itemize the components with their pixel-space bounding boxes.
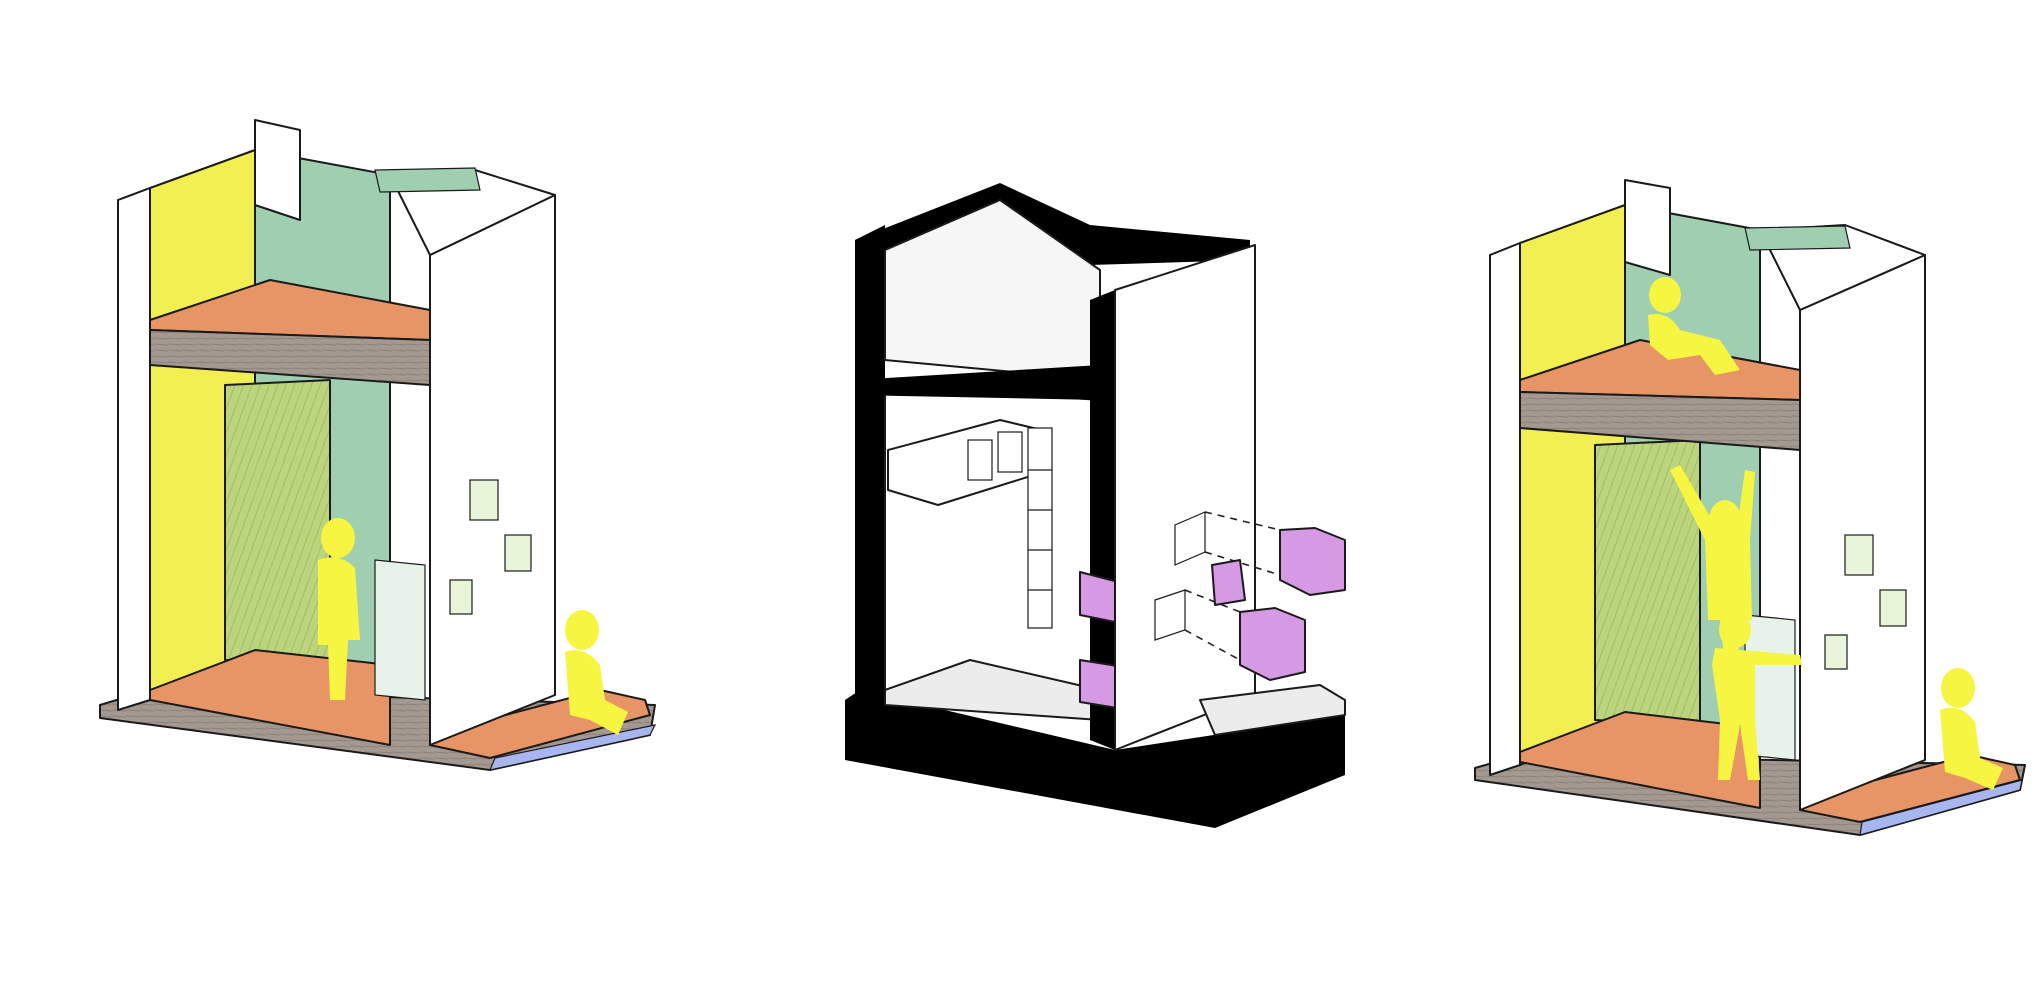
window — [1844, 534, 1874, 576]
front-wall — [429, 194, 556, 746]
cut-wall-left — [855, 225, 885, 720]
extracted-modules — [1154, 511, 1346, 681]
water-strip — [489, 724, 657, 771]
window — [469, 479, 499, 521]
model-center — [845, 183, 1346, 828]
model-right — [1474, 179, 2026, 836]
window — [1824, 634, 1848, 670]
step-platform — [1199, 684, 1346, 736]
window — [449, 579, 473, 615]
person-sitting-icon — [565, 610, 628, 735]
front-wall — [1799, 254, 1926, 811]
model-left — [99, 119, 657, 771]
cut-mezzanine — [855, 365, 1100, 400]
person-standing-icon — [1712, 612, 1802, 780]
window — [504, 534, 532, 572]
top-parapet — [254, 119, 301, 221]
exterior-wall — [1114, 244, 1256, 751]
left-wall — [117, 187, 151, 711]
cut-wall-right — [1090, 290, 1115, 750]
lower-floor — [1519, 711, 1761, 809]
left-wall — [1489, 242, 1521, 776]
top-opening — [374, 167, 481, 193]
pull-out-block — [374, 559, 426, 701]
person-standing-icon — [318, 518, 360, 700]
person-reclining-icon — [1648, 277, 1740, 375]
storage-wall — [224, 379, 331, 666]
top-parapet — [1624, 179, 1671, 276]
cut-base — [845, 690, 1345, 828]
top-opening — [1744, 225, 1851, 251]
person-sitting-icon — [1940, 668, 2003, 790]
storage-boxes — [887, 419, 1053, 629]
water-strip — [1859, 779, 2023, 836]
window — [1879, 589, 1907, 627]
cut-top — [855, 183, 1250, 265]
